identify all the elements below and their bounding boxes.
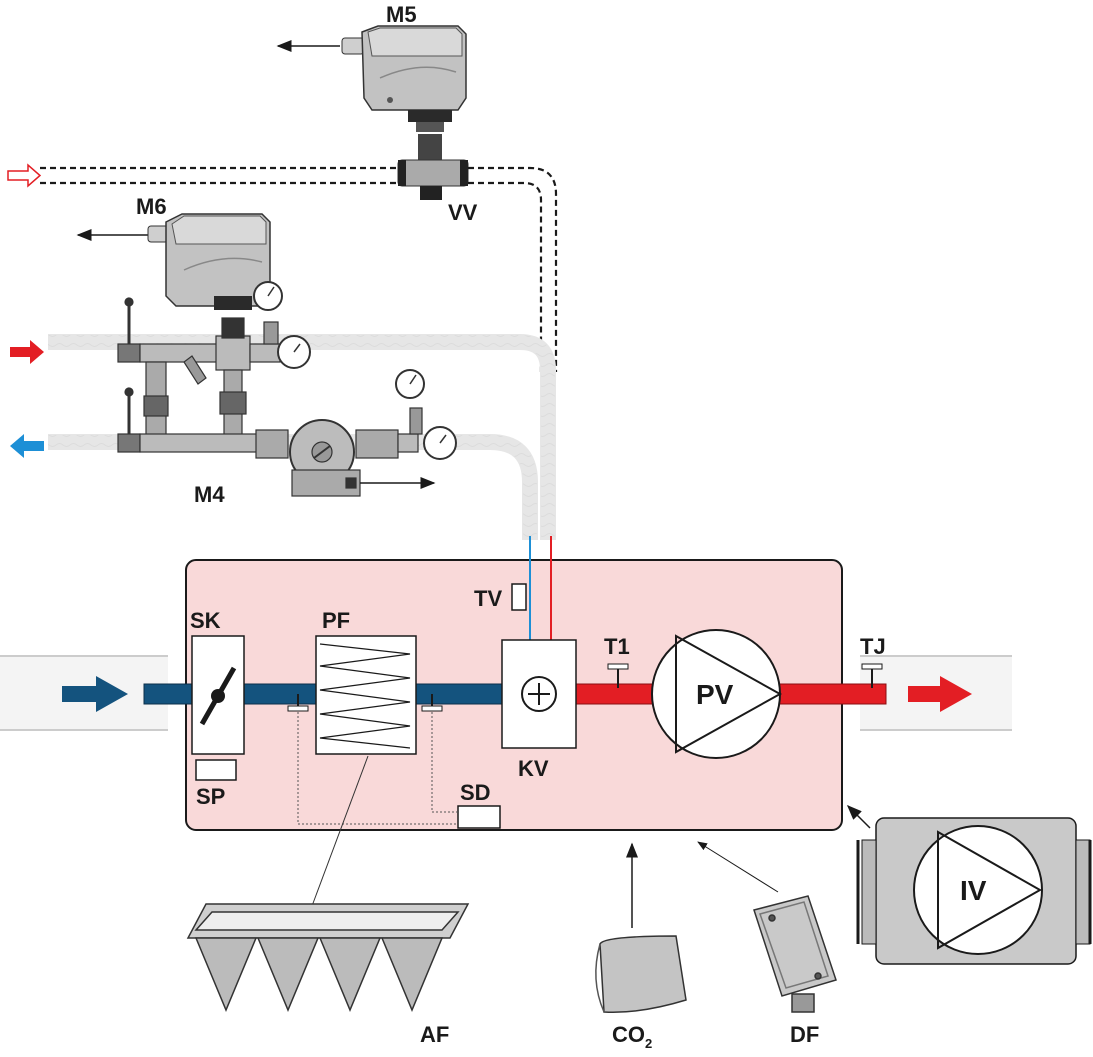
temp-probe bbox=[421, 694, 443, 712]
kv-label: KV bbox=[518, 756, 549, 781]
t1-sensor bbox=[607, 663, 629, 688]
co2-subscript: 2 bbox=[645, 1036, 652, 1051]
damper-blade-icon bbox=[199, 666, 237, 726]
filter-pleats-icon bbox=[319, 643, 411, 749]
m6-actuator bbox=[76, 213, 271, 310]
plus-icon bbox=[521, 676, 557, 712]
pv-label: PV bbox=[696, 679, 734, 710]
m5-actuator bbox=[276, 25, 467, 132]
pf-label: PF bbox=[322, 608, 350, 633]
dashed-pipe bbox=[40, 166, 558, 372]
tv-label: TV bbox=[474, 586, 502, 611]
tj-label: TJ bbox=[860, 634, 886, 659]
sp-actuator bbox=[195, 759, 237, 781]
sk-label: SK bbox=[190, 608, 221, 633]
inlet-air-arrow-icon bbox=[62, 676, 128, 712]
iv-arrow bbox=[846, 804, 871, 829]
tj-sensor bbox=[861, 663, 883, 688]
co2-label: CO bbox=[612, 1022, 645, 1047]
temp-probe bbox=[287, 694, 309, 712]
m5-label: M5 bbox=[386, 2, 417, 27]
hydraulic-pipes bbox=[48, 334, 556, 540]
m6-label: M6 bbox=[136, 194, 167, 219]
iv-label: IV bbox=[960, 875, 987, 906]
tv-sensor bbox=[511, 583, 527, 611]
df-arrow bbox=[697, 841, 779, 893]
vv-label: VV bbox=[448, 200, 478, 225]
sd-label: SD bbox=[460, 780, 491, 805]
mixing-valve-assembly bbox=[117, 281, 457, 497]
return-flow-arrow-icon bbox=[10, 434, 44, 458]
sp-label: SP bbox=[196, 784, 225, 809]
pressure-tubes bbox=[297, 712, 458, 825]
af-label: AF bbox=[420, 1022, 449, 1047]
sd-sensor bbox=[457, 805, 501, 829]
df-sensor bbox=[753, 895, 837, 1013]
vv-valve bbox=[397, 134, 469, 200]
m4-label: M4 bbox=[194, 482, 225, 507]
df-label: DF bbox=[790, 1022, 819, 1047]
co2-sensor bbox=[595, 935, 687, 1013]
af-filter-cartridge bbox=[186, 903, 470, 1012]
outlet-air-arrow-icon bbox=[908, 676, 972, 712]
iv-fan-box bbox=[856, 817, 1092, 965]
af-leader bbox=[311, 755, 369, 907]
supply-flow-arrow-icon bbox=[10, 340, 44, 364]
t1-label: T1 bbox=[604, 634, 630, 659]
svg-text:CO2: CO2 bbox=[612, 1022, 652, 1051]
fan-triangle-icon bbox=[675, 634, 783, 754]
inlet-hollow-arrow-icon bbox=[7, 163, 42, 188]
